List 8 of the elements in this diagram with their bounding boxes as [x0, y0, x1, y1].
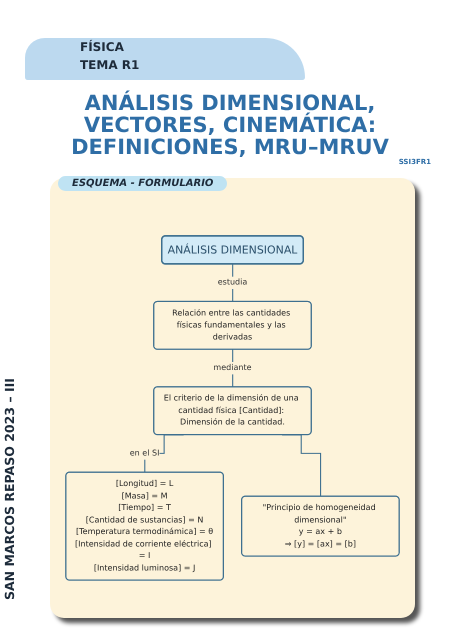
edge-label: estudia	[218, 276, 248, 286]
edge-label: mediante	[213, 362, 252, 372]
section-tab: ESQUEMA - FORMULARIO	[58, 176, 228, 191]
edge-label: en el SI	[130, 448, 160, 458]
side-label: SAN MARCOS REPASO 2023 – III	[2, 378, 17, 600]
topic-label: TEMA R1	[80, 58, 140, 72]
subject-label: FÍSICA	[80, 40, 124, 54]
title: ANÁLISIS DIMENSIONAL, VECTORES, CINEMÁTICA: DEFINICIONES, MRU–MRUV	[70, 92, 390, 158]
